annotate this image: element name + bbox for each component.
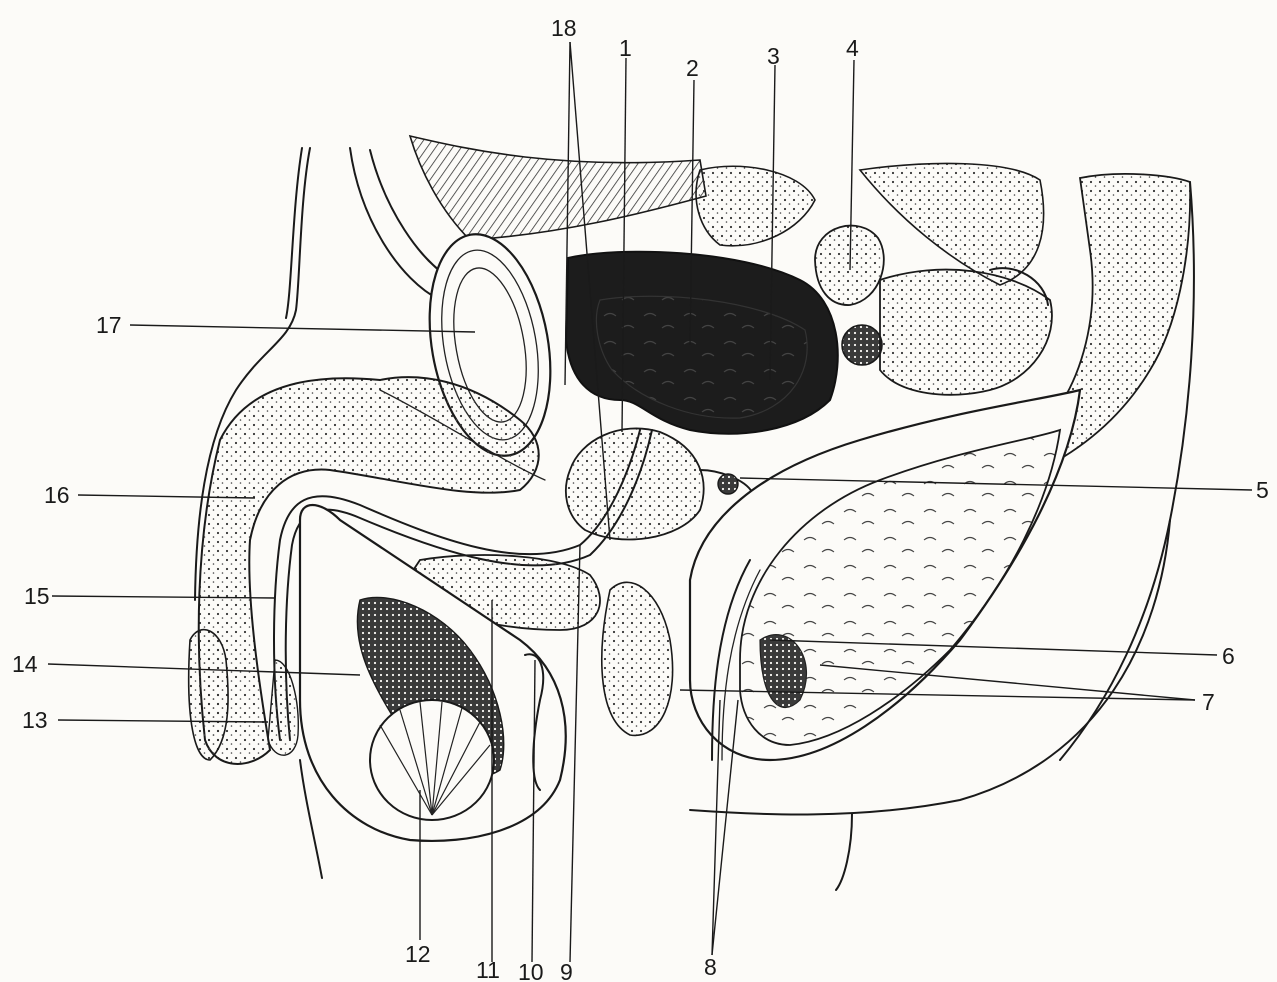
seminal-vesicle-section xyxy=(718,474,738,494)
label-1: 1 xyxy=(619,35,632,61)
abdominal-wall-muscle xyxy=(410,136,706,240)
label-5: 5 xyxy=(1256,477,1269,503)
label-10: 10 xyxy=(518,959,544,982)
anterior-body-outline-inner xyxy=(286,148,302,318)
foreskin xyxy=(268,660,298,755)
label-3: 3 xyxy=(767,43,780,69)
label-14: 14 xyxy=(12,651,38,677)
label-4: 4 xyxy=(846,35,859,61)
testis xyxy=(370,700,494,820)
label-8: 8 xyxy=(704,954,717,980)
label-17: 17 xyxy=(96,312,122,338)
thigh-outline xyxy=(836,814,852,890)
label-2: 2 xyxy=(686,55,699,81)
label-18: 18 xyxy=(551,15,577,41)
perineal-body xyxy=(602,582,673,735)
label-13: 13 xyxy=(22,707,48,733)
glans-penis xyxy=(189,630,228,760)
label-9: 9 xyxy=(560,959,573,982)
label-15: 15 xyxy=(24,583,50,609)
label-7: 7 xyxy=(1202,689,1215,715)
small-vessel-section xyxy=(842,325,882,365)
label-16: 16 xyxy=(44,482,70,508)
label-11: 11 xyxy=(476,957,500,982)
colon-section xyxy=(880,270,1052,395)
intestine-loop xyxy=(860,163,1044,285)
label-6: 6 xyxy=(1222,643,1235,669)
label-12: 12 xyxy=(405,941,431,967)
intestine-loop xyxy=(696,166,815,246)
